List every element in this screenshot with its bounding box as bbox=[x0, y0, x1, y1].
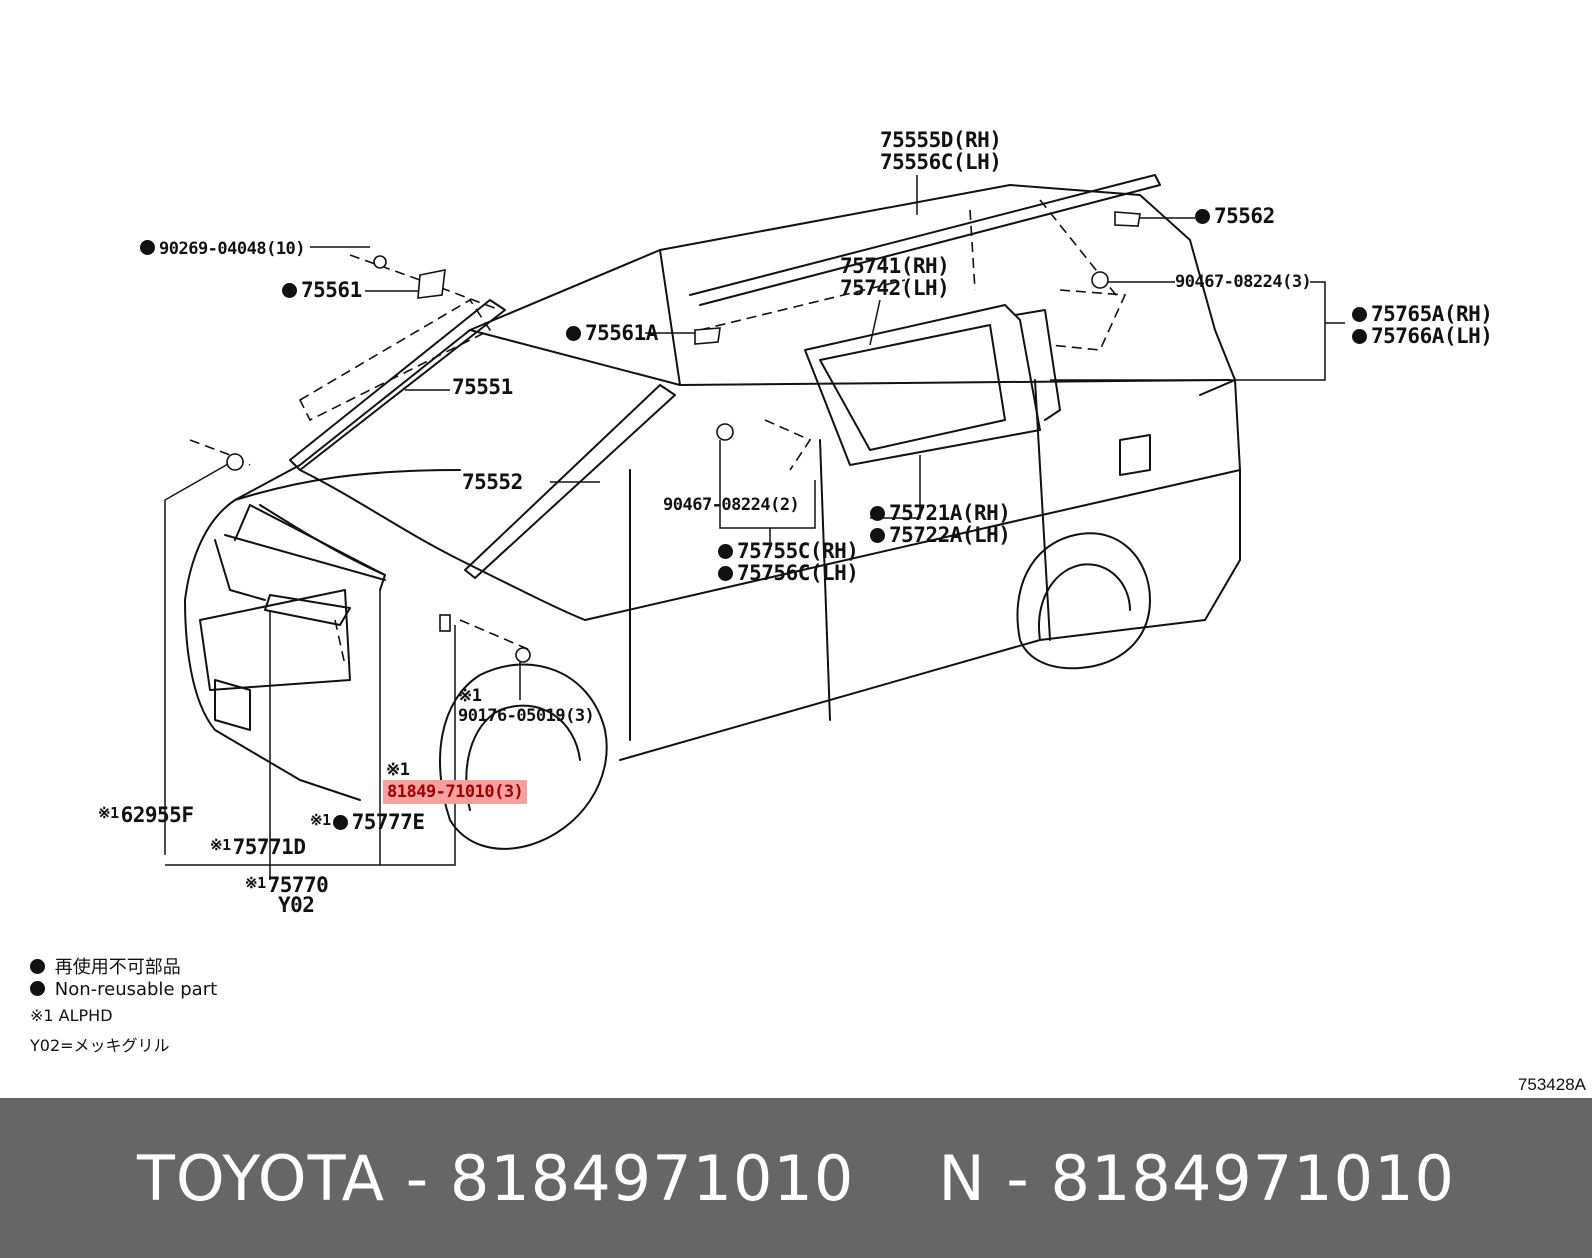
part-label-75771d: ※175771D bbox=[210, 835, 306, 859]
part-label-75721a: 75721A(RH) bbox=[870, 503, 1011, 524]
part-label-81849-note: ※1 bbox=[386, 760, 410, 780]
part-label-75742: 75742(LH) bbox=[840, 276, 950, 300]
non-reusable-dot-icon bbox=[140, 240, 155, 255]
part-label-75561a: 75561A bbox=[566, 323, 658, 344]
parts-diagram bbox=[164, 174, 1345, 880]
non-reusable-dot-icon bbox=[332, 815, 348, 830]
part-label-75556c: 75556C(LH) bbox=[880, 150, 1002, 174]
non-reusable-dot-icon bbox=[1352, 307, 1367, 322]
part-label-90176: 90176-05019(3) bbox=[458, 706, 595, 726]
part-label-75552: 75552 bbox=[462, 470, 523, 494]
part-label-75562: 75562 bbox=[1195, 206, 1275, 227]
footer-toyota-part-number: TOYOTA - 8184971010 bbox=[137, 1141, 855, 1215]
non-reusable-dot-icon bbox=[870, 528, 885, 543]
part-label-90467-2: 90467-08224(2) bbox=[663, 495, 800, 515]
legend-y02: Y02=メッキグリル bbox=[30, 1036, 170, 1055]
part-label-75765a: 75765A(RH) bbox=[1352, 304, 1493, 325]
legend-en-nonreusable: Non-reusable part bbox=[30, 979, 217, 1000]
grille bbox=[214, 504, 386, 626]
legend-jp-nonreusable: 再使用不可部品 bbox=[30, 953, 181, 979]
non-reusable-dot-icon bbox=[718, 544, 733, 559]
part-label-75741: 75741(RH) bbox=[840, 254, 950, 278]
part-label-75561: 75561 bbox=[282, 280, 362, 301]
part-label-62955f: ※162955F bbox=[98, 803, 194, 827]
part-label-75766a: 75766A(LH) bbox=[1352, 326, 1493, 347]
part-label-90467-3: 90467-08224(3) bbox=[1175, 272, 1312, 292]
non-reusable-dot-icon bbox=[718, 566, 733, 581]
part-label-75755c: 75755C(RH) bbox=[718, 541, 859, 562]
non-reusable-dot-icon bbox=[30, 959, 45, 974]
part-label-75722a: 75722A(LH) bbox=[870, 525, 1011, 546]
part-label-y02: Y02 bbox=[278, 893, 315, 917]
non-reusable-dot-icon bbox=[1352, 329, 1367, 344]
non-reusable-dot-icon bbox=[1195, 209, 1210, 224]
part-label-75756c: 75756C(LH) bbox=[718, 563, 859, 584]
part-label-81849-highlighted[interactable]: 81849-71010(3) bbox=[383, 780, 528, 804]
footer-bar: TOYOTA - 8184971010 N - 8184971010 bbox=[0, 1098, 1592, 1258]
wheels bbox=[439, 532, 1151, 850]
part-label-75551: 75551 bbox=[452, 375, 513, 399]
windows bbox=[289, 174, 1161, 579]
legend-note1: ※1 ALPHD bbox=[30, 1006, 113, 1025]
part-label-90176-note: ※1 bbox=[458, 686, 482, 706]
non-reusable-dot-icon bbox=[870, 506, 885, 521]
non-reusable-dot-icon bbox=[566, 326, 581, 341]
part-label-75770: ※175770 bbox=[245, 873, 329, 897]
part-label-75555d: 75555D(RH) bbox=[880, 128, 1002, 152]
non-reusable-dot-icon bbox=[30, 981, 45, 996]
part-label-90269: 90269-04048(10) bbox=[140, 240, 306, 258]
footer-n-part-number: N - 8184971010 bbox=[938, 1141, 1455, 1215]
non-reusable-dot-icon bbox=[282, 283, 297, 298]
diagram-reference-code: 753428A bbox=[1517, 1075, 1586, 1094]
